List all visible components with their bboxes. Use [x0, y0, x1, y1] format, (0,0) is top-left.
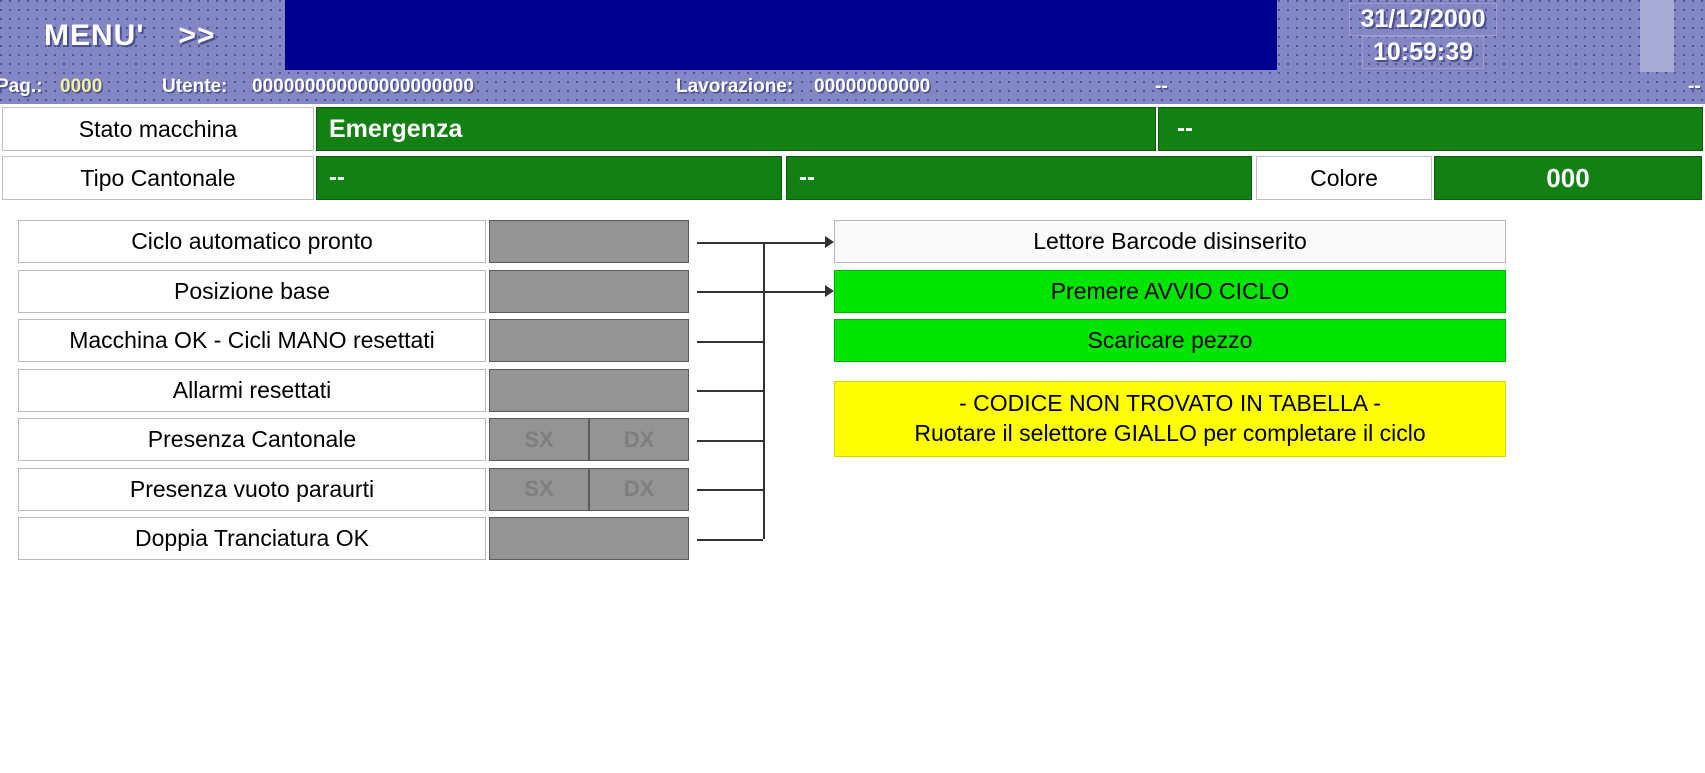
user-label: Utente:: [162, 76, 228, 97]
warning-line-2: Ruotare il selettore GIALLO per completa…: [914, 419, 1426, 446]
connector-line: [697, 439, 763, 442]
type-cantonale-value-2: --: [786, 156, 1252, 200]
warning-line-1: - CODICE NON TROVATO IN TABELLA -: [959, 390, 1381, 417]
connector-line: [697, 241, 763, 244]
type-cantonale-value-1: --: [316, 156, 782, 200]
machine-state-value: Emergenza: [316, 107, 1156, 151]
connector-line: [697, 489, 763, 491]
connector-line: [697, 390, 763, 392]
indicator-lamp: [489, 220, 689, 263]
connector-line-to-message: [763, 241, 825, 244]
warning-banner: - CODICE NON TROVATO IN TABELLA - Ruotar…: [834, 380, 1506, 457]
header-bar: MENU' >> 31/12/2000 10:59:39: [0, 0, 1705, 72]
job-label: Lavorazione:: [676, 76, 794, 97]
connector-line: [697, 538, 763, 541]
arrow-right-icon: [825, 235, 834, 248]
user-value[interactable]: 000000000000000000000: [252, 76, 474, 97]
status-dash-right: --: [1688, 76, 1701, 97]
connector-bus-line: [763, 241, 765, 539]
chevron-right-double-icon: >>: [178, 19, 216, 52]
condition-label: Allarmi resettati: [18, 368, 486, 412]
connector-line-to-message: [763, 291, 825, 293]
menu-button[interactable]: MENU' >>: [0, 0, 285, 72]
condition-label: Posizione base: [18, 269, 486, 313]
machine-state-label: Stato macchina: [2, 107, 314, 151]
status-strip-dot-pattern: [0, 72, 1705, 104]
colore-value: 000: [1434, 156, 1702, 200]
condition-label: Ciclo automatico pronto: [18, 220, 486, 263]
colore-label: Colore: [1256, 156, 1432, 200]
status-strip: Pag.: 0000 Utente: 000000000000000000000…: [0, 72, 1705, 104]
connector-line: [697, 291, 763, 293]
indicator-lamp: [489, 319, 689, 362]
page-value[interactable]: 0000: [60, 76, 103, 97]
indicator-lamp-sx: SX: [489, 418, 589, 461]
status-dash-middle: --: [1155, 76, 1168, 97]
indicator-lamp: [489, 368, 689, 412]
connector-line: [697, 340, 763, 343]
header-right-spacer: [1640, 0, 1674, 72]
indicator-lamp: [489, 517, 689, 560]
indicator-lamp-dx: DX: [589, 467, 689, 511]
job-value[interactable]: 00000000000: [814, 76, 931, 97]
message-box: Premere AVVIO CICLO: [834, 269, 1506, 313]
type-cantonale-label: Tipo Cantonale: [2, 156, 314, 200]
message-box: Lettore Barcode disinserito: [834, 220, 1506, 263]
page-label: Pag.:: [0, 76, 43, 97]
time-display: 10:59:39: [1361, 36, 1485, 70]
indicator-lamp-sx: SX: [489, 467, 589, 511]
message-box: Scaricare pezzo: [834, 319, 1506, 362]
menu-button-label: MENU': [44, 19, 145, 52]
clock: 31/12/2000 10:59:39: [1283, 2, 1563, 70]
condition-label: Presenza vuoto paraurti: [18, 467, 486, 511]
indicator-lamp: [489, 269, 689, 313]
machine-state-value-aux: --: [1158, 107, 1703, 151]
indicator-lamp-dx: DX: [589, 418, 689, 461]
date-display: 31/12/2000: [1349, 2, 1497, 36]
condition-label: Presenza Cantonale: [18, 418, 486, 461]
condition-label: Macchina OK - Cicli MANO resettati: [18, 319, 486, 362]
condition-label: Doppia Tranciatura OK: [18, 517, 486, 560]
page-title: [285, 0, 1277, 70]
arrow-right-icon: [825, 285, 834, 297]
